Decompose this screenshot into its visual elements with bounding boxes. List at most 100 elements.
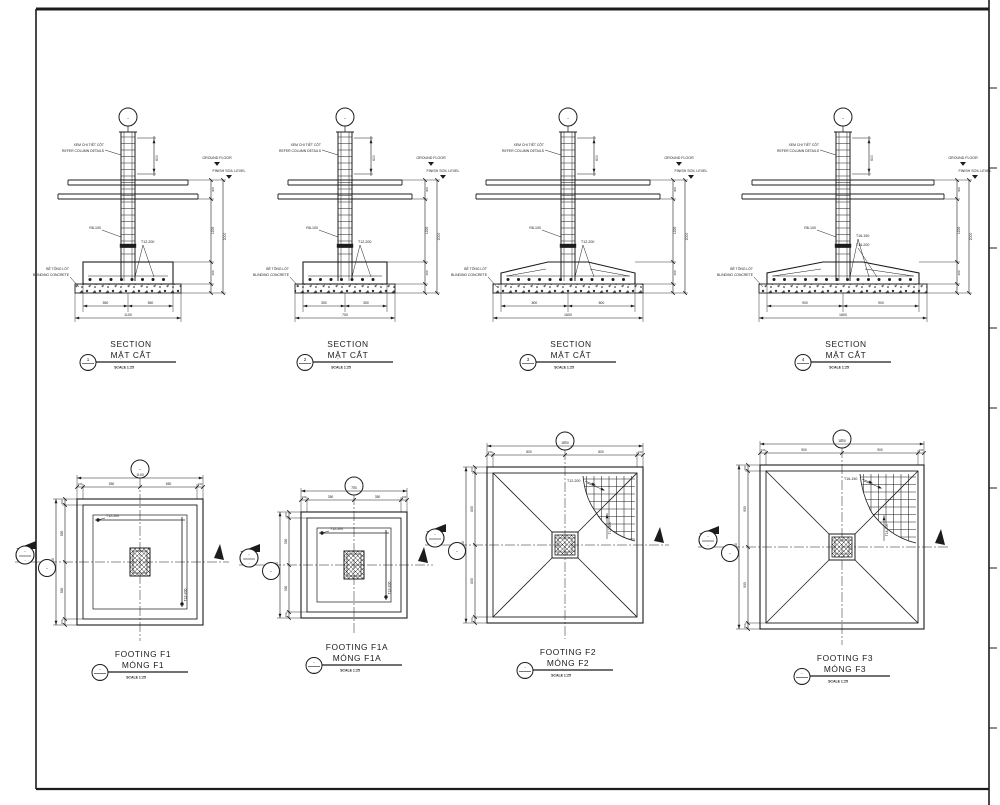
finish-soil-level-icon — [688, 175, 694, 179]
dim-text: 1800 — [839, 313, 847, 317]
dim-arrow-icon — [123, 304, 128, 308]
ground-floor-level-icon — [214, 162, 220, 166]
dim-text: 2000 — [223, 233, 227, 241]
dim-tick-icon — [745, 626, 751, 632]
rebar-dot-icon — [141, 278, 144, 281]
dim-arrow-icon — [402, 489, 407, 493]
dim-tick-icon — [422, 177, 428, 183]
lap-dim-text: 600 — [372, 155, 376, 161]
section-cut-bubble-mark: - — [434, 541, 436, 546]
lap-splice-band — [559, 243, 577, 248]
drawing-title-en: FOOTING F1A — [326, 642, 388, 652]
dim-tick-icon — [208, 281, 214, 287]
line — [589, 268, 630, 277]
dim-text: 350 — [375, 495, 381, 499]
dim-arrow-icon — [301, 489, 306, 493]
dim-arrow-icon — [77, 476, 82, 480]
dim-arrow-icon — [638, 316, 643, 320]
title-bubble — [79, 354, 97, 371]
line — [289, 276, 300, 288]
dim-tick-icon — [220, 177, 226, 183]
dim-tick-icon — [745, 468, 751, 474]
dim-tick-icon — [490, 452, 496, 458]
section-cut-arrow-icon — [654, 527, 664, 543]
refer-column-label-vi: XEM CHI TIẾT CỘT — [74, 142, 104, 147]
line — [864, 268, 914, 277]
dim-tick-icon — [422, 196, 428, 202]
footing-outline — [302, 261, 388, 285]
line — [765, 470, 830, 535]
plan-rebar-callout-h: T12-200 — [330, 527, 343, 531]
finish-soil-level-label: FINISH SOIL LEVEL — [212, 169, 245, 173]
line — [849, 238, 859, 278]
dim-text: 100 — [402, 495, 407, 499]
footing-outline — [766, 261, 920, 285]
column-section — [554, 534, 576, 556]
line — [321, 530, 330, 534]
dim-text: 700 — [342, 313, 348, 317]
title-bubble-number: - — [524, 665, 526, 670]
dim-arrow-icon — [75, 316, 80, 320]
line — [321, 149, 339, 156]
drawing-title-en: SECTION — [110, 339, 151, 349]
stirrup-callout: R8-100 — [804, 226, 816, 230]
section-cut-arrow-icon — [935, 529, 945, 545]
dim-arrow-icon — [345, 304, 350, 308]
rebar-dot-icon — [151, 278, 155, 281]
dim-text: 350 — [284, 586, 288, 592]
dim-arrow-icon — [767, 304, 772, 308]
dim-tick-icon — [137, 484, 143, 490]
dim-arrow-icon — [278, 512, 282, 517]
dim-tick-icon — [404, 497, 410, 503]
grid-bubble-label: - — [353, 484, 355, 490]
title-bubble — [793, 668, 811, 685]
dim-tick-icon — [966, 177, 972, 183]
refer-column-label-en: REFER COLUMN DETAILS — [62, 149, 105, 153]
dim-text: 1200 — [673, 227, 677, 235]
dim-arrow-icon — [152, 168, 156, 173]
stirrup-callout: R8-100 — [306, 226, 318, 230]
dim-tick-icon — [62, 502, 68, 508]
section-cut-bubble-label: - — [24, 549, 26, 554]
line — [574, 244, 584, 278]
rebar-dot-icon — [350, 278, 354, 281]
dim-text: 800 — [470, 578, 474, 584]
dim-text: 1600 — [561, 441, 569, 445]
line — [487, 276, 498, 288]
line — [857, 238, 870, 278]
drawing-title-vi: MẶT CẮT — [826, 350, 867, 360]
grid-bubble — [832, 429, 852, 449]
drawing-title-vi: MÓNG F3 — [824, 664, 866, 674]
rebar-outline — [92, 514, 188, 610]
title-bubble-number: 4 — [802, 357, 805, 362]
dim-arrow-icon — [600, 487, 605, 491]
line — [753, 276, 764, 288]
blinding-outline — [76, 498, 204, 626]
footing-outline — [492, 472, 638, 618]
dim-text: 300 — [957, 270, 961, 275]
ground-floor-label: GROUND FLOOR — [948, 156, 978, 160]
title-bubble-mark: - — [99, 676, 101, 681]
drawing-title-vi: MÓNG F2 — [547, 658, 589, 668]
dim-text: 900 — [801, 448, 807, 452]
dim-text: 300 — [673, 270, 677, 275]
ground-floor-label: GROUND FLOOR — [416, 156, 446, 160]
reference-bubble-label: - — [729, 551, 731, 557]
line — [541, 229, 562, 238]
dim-tick-icon — [966, 290, 972, 296]
rebar-dot-icon — [898, 278, 902, 281]
dim-tick-icon — [286, 615, 292, 621]
dim-tick-icon — [921, 450, 927, 456]
dim-arrow-icon — [591, 482, 596, 486]
footing-rebar-callout-2: T16-200 — [856, 243, 869, 247]
dim-tick-icon — [220, 290, 226, 296]
rebar-dot-icon — [580, 278, 583, 281]
section-cut-bubble-mark: - — [707, 543, 709, 548]
line — [69, 276, 80, 288]
dim-arrow-icon — [914, 304, 919, 308]
footing-outline — [500, 261, 636, 285]
dim-tick-icon — [286, 562, 292, 568]
